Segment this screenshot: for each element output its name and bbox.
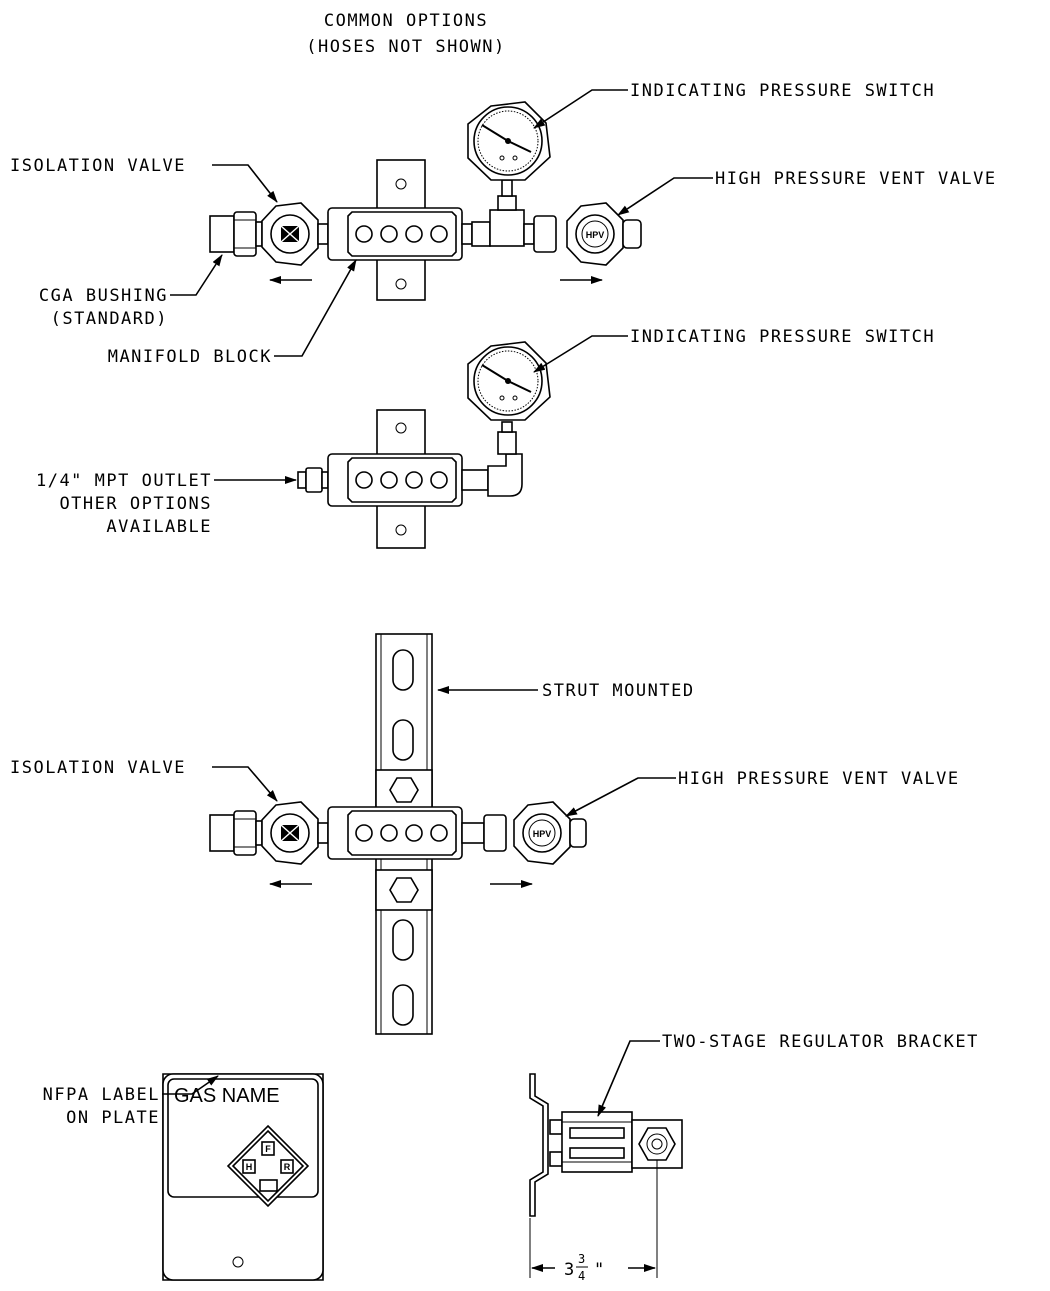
dimension-label: 3 3 4 "	[564, 1252, 606, 1283]
pressure-gauge-2	[467, 341, 551, 421]
label-nfpa-1: NFPA LABEL	[43, 1085, 160, 1105]
dim-denominator: 4	[578, 1269, 587, 1283]
diamond-flammability: F	[265, 1144, 271, 1154]
label-nfpa-2: ON PLATE	[66, 1108, 160, 1128]
title-line-1: COMMON OPTIONS	[324, 11, 488, 31]
dim-unit: "	[594, 1260, 606, 1280]
regulator-bracket: TWO-STAGE REGULATOR BRACKET 3 3 4 "	[529, 1032, 979, 1283]
label-mpt-outlet-1: 1/4" MPT OUTLET	[36, 471, 212, 491]
diamond-health: H	[246, 1162, 253, 1172]
label-indicating-pressure-switch-1: INDICATING PRESSURE SWITCH	[630, 81, 935, 101]
label-high-pressure-vent-valve-2: HIGH PRESSURE VENT VALVE	[678, 769, 960, 789]
label-mpt-outlet-3: AVAILABLE	[106, 517, 212, 537]
pressure-gauge-1	[467, 101, 551, 181]
diamond-reactivity: R	[284, 1162, 291, 1172]
assembly-2: INDICATING PRESSURE SWITCH 1/4" MPT OUTL…	[36, 327, 935, 549]
assembly-3: HPV STRUT MOUNTED ISOLATION VALVE HIGH P…	[10, 633, 960, 1035]
hpv-mark: HPV	[586, 230, 605, 240]
tee-fitting	[471, 179, 535, 247]
label-cga-bushing-2: (STANDARD)	[51, 309, 168, 329]
dim-numerator: 3	[578, 1252, 587, 1266]
isolation-valve-1	[261, 202, 329, 266]
isolation-valve-2	[261, 801, 329, 865]
nfpa-plate: GAS NAME F H R NFPA LABEL ON PLATE	[43, 1073, 324, 1281]
label-isolation-valve-2: ISOLATION VALVE	[10, 758, 186, 778]
hpv-valve-2: HPV	[483, 801, 587, 865]
cga-bushing	[209, 211, 263, 257]
label-indicating-pressure-switch-2: INDICATING PRESSURE SWITCH	[630, 327, 935, 347]
manifold-block-1	[327, 207, 473, 261]
label-isolation-valve-1: ISOLATION VALVE	[10, 156, 186, 176]
label-cga-bushing-1: CGA BUSHING	[39, 286, 168, 306]
label-mpt-outlet-2: OTHER OPTIONS	[59, 494, 212, 514]
assembly-1: HPV ISOLATION VALVE INDICATING PRESSURE …	[10, 81, 997, 367]
hpv-valve-1: HPV	[533, 202, 642, 266]
label-two-stage-bracket: TWO-STAGE REGULATOR BRACKET	[662, 1032, 979, 1052]
plate-gas-name: GAS NAME	[174, 1085, 280, 1107]
nfpa-diamond: F H R	[226, 1124, 310, 1208]
label-high-pressure-vent-valve-1: HIGH PRESSURE VENT VALVE	[715, 169, 997, 189]
label-manifold-block: MANIFOLD BLOCK	[108, 347, 272, 367]
label-strut-mounted: STRUT MOUNTED	[542, 681, 695, 701]
title-line-2: (HOSES NOT SHOWN)	[306, 37, 506, 57]
dim-whole: 3	[564, 1260, 576, 1280]
hpv-mark-2: HPV	[533, 829, 552, 839]
